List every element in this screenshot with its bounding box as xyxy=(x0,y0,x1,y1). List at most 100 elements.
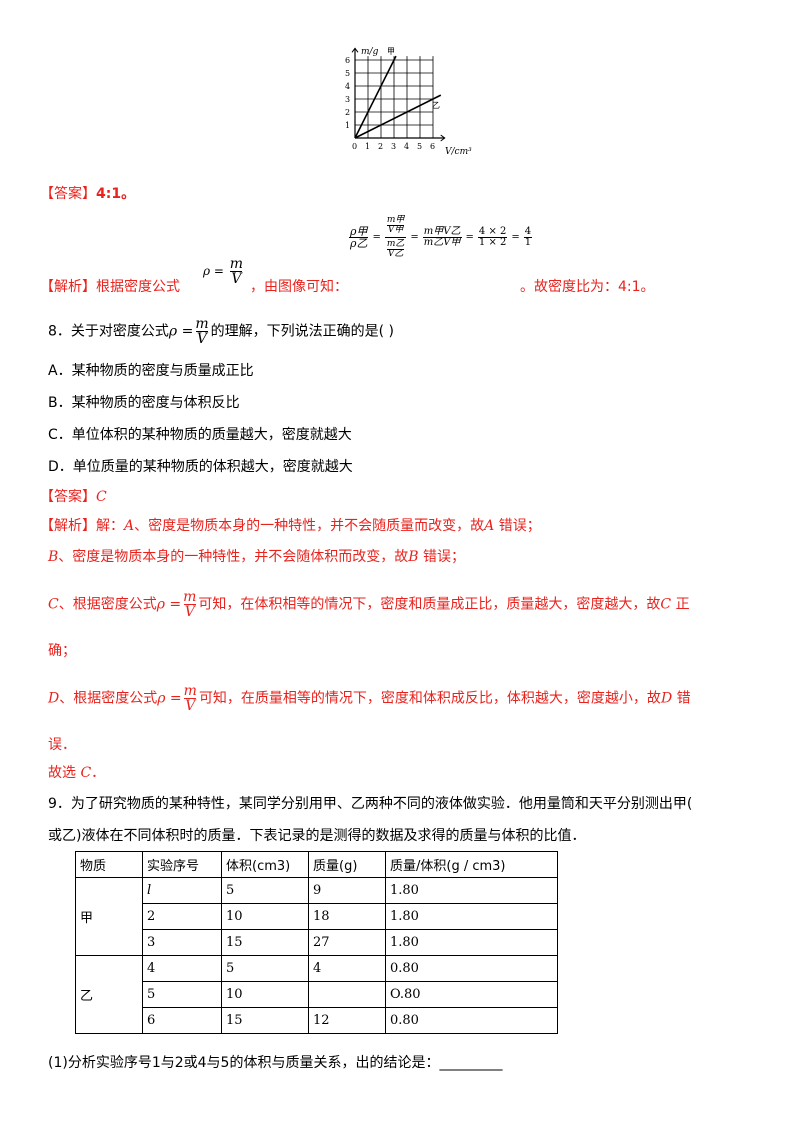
eq-sign: = xyxy=(410,232,419,243)
cell: 9 xyxy=(308,877,386,904)
m-jia: m甲 xyxy=(386,215,405,225)
analysis-tag: 【解析】 xyxy=(40,518,96,534)
rho-equals: ρ = xyxy=(156,596,182,613)
cell: 5 xyxy=(142,981,222,1008)
header-cell: 体积(cm3) xyxy=(221,851,309,878)
num1: 4 × 2 xyxy=(478,226,507,237)
cell: 12 xyxy=(308,1007,386,1034)
numerator-m: m xyxy=(229,256,244,272)
denominator-v: V xyxy=(195,331,209,347)
x-tick-label: 4 xyxy=(404,142,409,151)
numerator-m: m xyxy=(183,589,197,605)
denominator-v: V xyxy=(183,604,196,620)
y-tick-label: 5 xyxy=(345,69,350,78)
q9-subquestion-1: (1)分析实验序号1与2或4与5的体积与质量关系，出的结论是：_________ xyxy=(48,1055,503,1071)
numerator-m: m xyxy=(183,683,197,699)
letter-b: B xyxy=(408,549,419,565)
graph-y-ticks: 6 5 4 3 2 1 xyxy=(345,56,350,130)
x-tick-label: 1 xyxy=(365,142,370,151)
q7-analysis-label: 【解析】根据密度公式 xyxy=(40,276,180,296)
answer-tag: 【答案】 xyxy=(40,186,96,202)
table-header-row: 物质 实验序号 体积(cm3) 质量(g) 质量/体积(g / cm3) xyxy=(75,851,558,878)
cell: 2 xyxy=(142,903,222,930)
cell: 0.80 xyxy=(385,1007,558,1034)
cell: 5 xyxy=(221,955,309,982)
letter-d: D xyxy=(48,690,60,707)
y-tick-label: 4 xyxy=(345,82,350,91)
v-yi: V乙 xyxy=(386,249,405,259)
y-tick-label: 6 xyxy=(345,56,350,65)
eq-sign: = xyxy=(465,232,474,243)
answer-letter: C xyxy=(96,489,107,505)
series-line xyxy=(354,55,397,139)
header-cell: 物质 xyxy=(75,851,143,878)
cell: 4 xyxy=(142,955,222,982)
letter-a: A xyxy=(124,518,135,534)
graph-x-label: V/cm³ xyxy=(445,147,472,157)
y-tick-label: 2 xyxy=(345,108,350,117)
answer-text: 4:1。 xyxy=(96,186,136,202)
cell: 1.80 xyxy=(385,877,558,904)
q9-stem-line1: 9．为了研究物质的某种特性，某同学分别用甲、乙两种不同的液体做实验．他用量筒和天… xyxy=(48,796,693,812)
x-tick-label: 6 xyxy=(430,142,435,151)
q9-data-table: 物质 实验序号 体积(cm3) 质量(g) 质量/体积(g / cm3) 甲 l… xyxy=(75,851,558,1034)
analysis-text: 根据密度公式 xyxy=(96,279,180,295)
q8-stem-b: 的理解，下列说法正确的是 xyxy=(210,323,379,340)
text: 故选 xyxy=(48,765,81,781)
numerator-m: m xyxy=(195,316,209,332)
cell: l xyxy=(142,877,222,904)
graph-grid xyxy=(355,56,434,138)
denominator-v: V xyxy=(230,271,243,287)
analysis-pre: 解： xyxy=(96,518,124,534)
x-tick-label: 3 xyxy=(391,142,396,151)
x-tick-label: 2 xyxy=(378,142,383,151)
cross-numerator: m甲V乙 xyxy=(423,226,461,237)
cell: 10 xyxy=(221,903,309,930)
num2: 4 xyxy=(524,226,532,237)
rho-equals: ρ = xyxy=(203,264,224,278)
analysis-tag: 【解析】 xyxy=(40,279,96,295)
rho-jia: ρ甲 xyxy=(350,225,368,238)
text: 正 xyxy=(671,596,690,613)
text: 错 xyxy=(672,690,691,707)
eq-sign: = xyxy=(372,232,381,243)
text: 错误； xyxy=(418,549,466,565)
text: 、密度是物质本身的一种特性，并不会随质量而改变，故 xyxy=(134,518,485,534)
letter-c: C xyxy=(660,596,672,613)
letter-b: B xyxy=(48,549,59,565)
rho-equals: ρ = xyxy=(157,690,182,707)
text: 、根据密度公式 xyxy=(59,690,158,707)
substance-yi: 乙 xyxy=(75,955,143,1034)
cell: 18 xyxy=(308,903,386,930)
q8-option-b: B．某种物质的密度与体积反比 xyxy=(48,395,240,411)
text: 可知，在体积相等的情况下，密度和质量成正比，质量越大，密度越大，故 xyxy=(198,596,661,613)
q8-paren: ( ) xyxy=(378,323,394,340)
m-yi: m乙 xyxy=(386,239,405,249)
v-jia: V甲 xyxy=(386,225,405,235)
q8-option-c: C．单位体积的某种物质的质量越大，密度就越大 xyxy=(48,427,352,443)
cell: 3 xyxy=(142,929,222,956)
q8-conclusion: 故选 C． xyxy=(48,762,105,782)
graph-lines xyxy=(354,55,442,139)
letter-c: C xyxy=(48,596,59,613)
cell xyxy=(308,981,386,1008)
table-row: 甲 l 5 9 1.80 xyxy=(75,877,558,956)
graph-axes xyxy=(351,47,446,142)
table-row: 3 15 27 1.80 xyxy=(76,929,558,956)
text: 错误； xyxy=(494,518,541,534)
q9-stem-line2: 或乙)液体在不同体积时的质量．下表记录的是测得的数据及求得的质量与体积的比值． xyxy=(48,828,586,844)
y-tick-label: 1 xyxy=(345,121,350,130)
text: 可知，在质量相等的情况下，密度和体积成反比，体积越大，密度越小，故 xyxy=(198,690,661,707)
q8-stem-a: 8．关于对密度公式 xyxy=(48,323,169,340)
q8-answer: 【答案】C xyxy=(40,486,107,506)
header-cell: 质量/体积(g / cm3) xyxy=(385,851,558,878)
q8-analysis-b: B、密度是物质本身的一种特性，并不会随体积而改变，故B 错误； xyxy=(48,546,465,566)
cell: 6 xyxy=(142,1007,222,1034)
q8-analysis-a: 【解析】解：A、密度是物质本身的一种特性，并不会随质量而改变，故A 错误； xyxy=(40,515,541,535)
y-tick-label: 3 xyxy=(345,95,350,104)
text: 、密度是物质本身的一种特性，并不会随体积而改变，故 xyxy=(58,549,409,565)
graph-y-label: m/g xyxy=(361,47,379,57)
